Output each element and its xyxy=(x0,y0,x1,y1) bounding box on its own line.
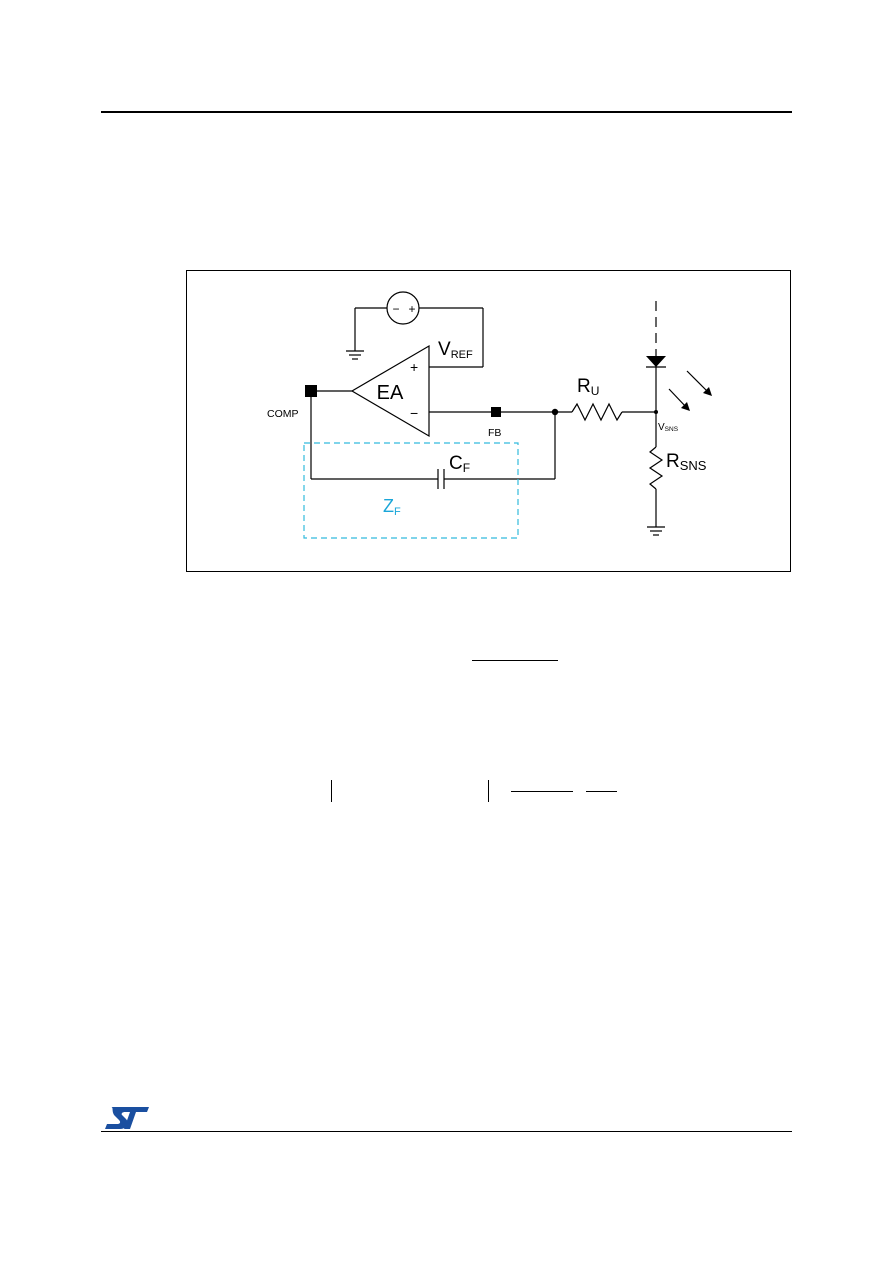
fb-pin xyxy=(491,407,501,417)
rsns-resistor xyxy=(648,446,664,490)
equation-2-abs-bar-left xyxy=(331,780,332,802)
ru-resistor xyxy=(571,402,623,422)
st-logo-icon xyxy=(105,1107,149,1129)
led-triangle xyxy=(646,356,666,367)
ru-label: RU xyxy=(577,376,599,398)
svg-text:−+: −+ xyxy=(392,302,415,316)
fb-label: FB xyxy=(488,427,501,439)
ea-label: EA xyxy=(377,382,404,404)
equation-2-abs-bar-right xyxy=(488,780,489,802)
error-amplifier-symbol xyxy=(350,344,430,438)
comp-label: COMP xyxy=(267,408,299,420)
junction-node xyxy=(551,408,559,416)
opamp-plus-label: + xyxy=(410,359,418,375)
zf-label: ZF xyxy=(383,496,401,518)
equation-1-fraction-bar xyxy=(472,660,558,661)
circuit-diagram: −+ + − EA VREF COMP FB RU VSNS RSNS CF Z… xyxy=(267,291,712,539)
light-arrow-2 xyxy=(668,388,688,409)
equation-2-fraction-bar-2 xyxy=(586,791,617,792)
header-rule xyxy=(101,111,792,113)
opamp-minus-label: − xyxy=(410,405,418,421)
equation-2-fraction-bar-1 xyxy=(511,791,573,792)
footer-rule xyxy=(101,1131,792,1132)
cf-label: CF xyxy=(449,453,470,475)
zf-dashed-box xyxy=(303,442,519,539)
circuit-figure: −+ + − EA VREF COMP FB RU VSNS RSNS CF Z… xyxy=(186,270,791,572)
source-minus-label: − xyxy=(392,302,399,316)
voltage-source-symbol xyxy=(386,291,420,325)
vsns-label: VSNS xyxy=(658,422,679,433)
comp-pin xyxy=(305,385,317,397)
vref-label: VREF xyxy=(438,339,473,361)
light-arrow-1 xyxy=(686,370,710,394)
source-plus-label: + xyxy=(408,302,415,316)
rsns-label: RSNS xyxy=(666,451,707,473)
